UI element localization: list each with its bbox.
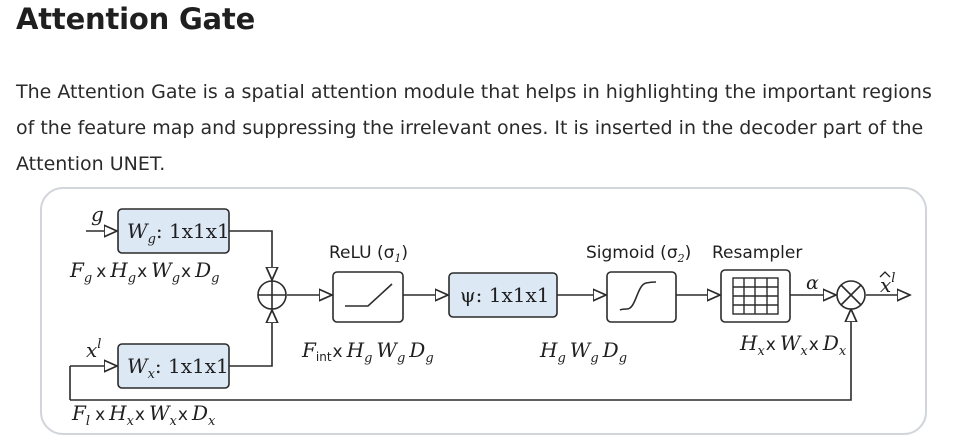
wx-conv-label: Wx: 1x1x1 bbox=[127, 354, 229, 382]
psi-conv-box bbox=[448, 272, 558, 318]
sigmoid-label: Sigmoid (σ2) bbox=[586, 243, 691, 265]
input-g-label: g bbox=[91, 202, 104, 226]
output-label: xl bbox=[880, 271, 895, 297]
wg-to-sum-line bbox=[229, 230, 272, 280]
wx-conv-box bbox=[117, 343, 230, 389]
psi-conv-label: ψ: 1x1x1 bbox=[460, 283, 550, 307]
input-x-label: xl bbox=[86, 337, 101, 362]
output-hat-icon bbox=[879, 271, 891, 278]
intro-paragraph: The Attention Gate is a spatial attentio… bbox=[16, 81, 932, 175]
grid-icon bbox=[732, 277, 779, 315]
resampler-label: Resampler bbox=[712, 243, 802, 263]
wg-conv-label: Wg: 1x1x1 bbox=[127, 219, 230, 247]
wg-conv-box bbox=[117, 208, 230, 254]
sigmoid-curve-icon bbox=[619, 281, 657, 311]
wx-to-sum-line bbox=[229, 310, 272, 367]
alpha-label: α bbox=[806, 272, 819, 294]
sigmoid-box bbox=[606, 271, 677, 323]
sum-node bbox=[257, 280, 287, 310]
connection-lines bbox=[69, 230, 910, 401]
multiply-node bbox=[836, 280, 866, 310]
relu-box bbox=[332, 271, 404, 323]
page-title: Attention Gate bbox=[16, 2, 256, 36]
relu-label: ReLU (σ1) bbox=[329, 243, 408, 265]
skip-to-multiply-line bbox=[70, 309, 851, 401]
relu-curve-icon bbox=[345, 283, 393, 307]
